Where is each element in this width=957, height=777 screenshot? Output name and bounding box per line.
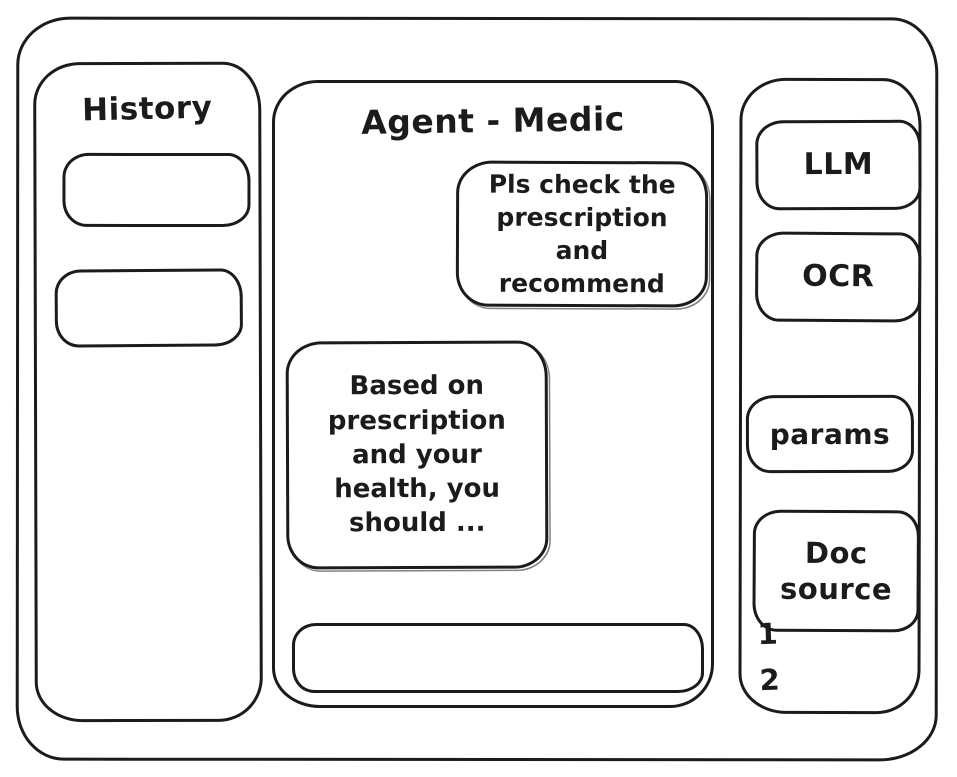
doc-source-item-number: 1 [757,616,779,652]
chat-message-input[interactable] [292,623,704,693]
chat-panel-title: Agent - Medic [360,99,626,142]
llm-button[interactable]: LLM [755,119,922,211]
chat-panel: Agent - Medic Pls check the prescription… [272,80,714,708]
history-item[interactable] [62,152,251,228]
assistant-message-bubble: Based on prescription and your health, y… [285,340,549,570]
doc-source-button[interactable]: Doc source [752,509,921,633]
ocr-button[interactable]: OCR [754,231,922,323]
params-button[interactable]: params [745,394,915,474]
history-item[interactable] [54,268,244,348]
user-message-text: Pls check the prescription and recommend [488,169,676,299]
assistant-message-text: Based on prescription and your health, y… [327,370,506,539]
user-message-bubble: Pls check the prescription and recommend [455,160,709,308]
doc-source-item-number: 2 [758,662,781,698]
tools-panel: LLM OCR params Doc source 1 2 [738,77,922,715]
history-panel-title: History [81,89,213,129]
history-panel: History [33,61,263,723]
